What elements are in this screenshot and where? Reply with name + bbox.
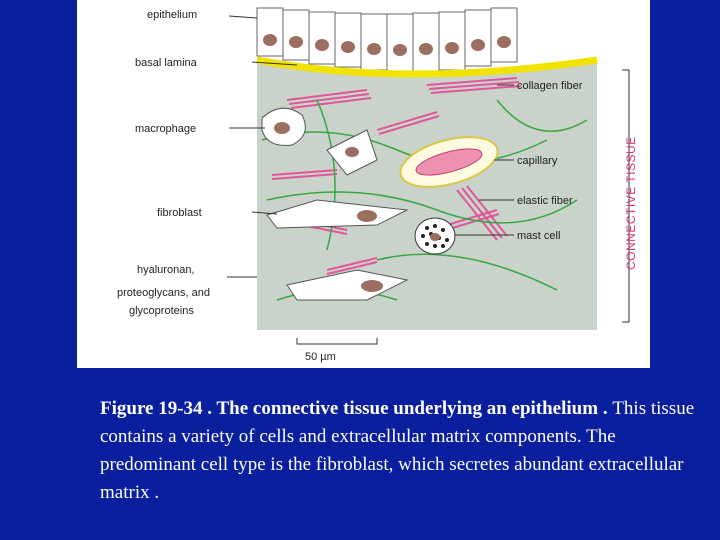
scale-bar [297, 338, 377, 344]
mast-cell [415, 218, 455, 254]
label-hyaluronan-line3: glycoproteins [129, 305, 194, 317]
tissue-diagram: epithelium basal lamina macrophage fibro… [77, 0, 650, 368]
label-fibroblast: fibroblast [157, 207, 202, 219]
label-macrophage: macrophage [135, 123, 196, 135]
label-connective-tissue: CONNECTIVE TISSUE [624, 136, 638, 270]
macrophage-cell [262, 108, 305, 145]
figure-caption: Figure 19-34 . The connective tissue und… [100, 395, 700, 507]
label-hyaluronan-line1: hyaluronan, [137, 264, 195, 276]
label-collagen-fiber: collagen fiber [517, 80, 583, 92]
caption-title: Figure 19-34 . The connective tissue und… [100, 398, 612, 419]
label-capillary: capillary [517, 155, 558, 167]
label-basal-lamina: basal lamina [135, 57, 198, 69]
label-scale-bar: 50 µm [305, 351, 336, 363]
label-mast-cell: mast cell [517, 230, 560, 242]
label-epithelium: epithelium [147, 9, 197, 21]
label-hyaluronan-line2: proteoglycans, and [117, 287, 210, 299]
connective-tissue-figure: epithelium basal lamina macrophage fibro… [77, 0, 650, 368]
label-elastic-fiber: elastic fiber [517, 195, 573, 207]
